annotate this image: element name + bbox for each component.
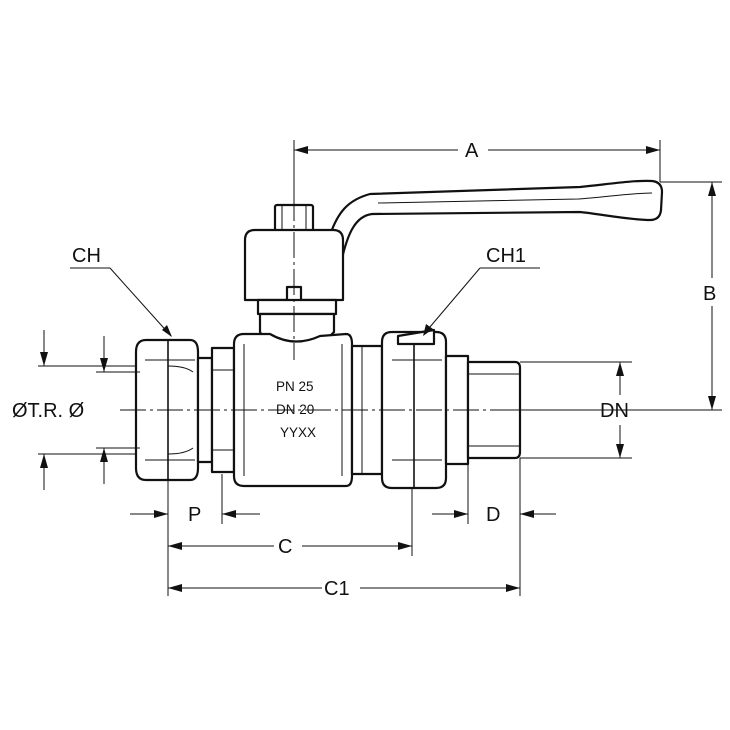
dimension-p-label: P	[188, 504, 201, 526]
callout-ch-label: CH	[72, 245, 101, 267]
dimension-dn: DN	[520, 361, 632, 459]
dimension-d-label: D	[486, 504, 500, 526]
dimension-c-label: C	[278, 536, 292, 558]
dimension-c1: C1	[168, 578, 520, 600]
dimension-d: D	[432, 458, 556, 596]
dimension-c1-label: C1	[324, 578, 350, 600]
nominal-diameter-text: DN 20	[276, 402, 314, 417]
dimension-b: B	[515, 181, 722, 411]
dimension-dn-label: DN	[600, 400, 629, 422]
dimension-a: A	[293, 140, 661, 205]
dimension-tube-diameter: ØT.R. Ø	[12, 330, 140, 490]
callout-ch1-label: CH1	[486, 245, 526, 267]
callout-ch: CH	[70, 245, 172, 337]
date-code-text: YYXX	[280, 425, 316, 440]
dimension-b-label: B	[703, 283, 716, 305]
dimension-tube-label: ØT.R. Ø	[12, 400, 84, 422]
dimension-c: C	[168, 488, 413, 558]
callout-ch1: CH1	[423, 245, 540, 336]
dimension-p: P	[130, 474, 260, 596]
lever-handle	[328, 179, 664, 270]
pressure-rating-text: PN 25	[276, 379, 314, 394]
union-nut-right	[380, 328, 448, 490]
dimension-a-label: A	[465, 140, 479, 162]
